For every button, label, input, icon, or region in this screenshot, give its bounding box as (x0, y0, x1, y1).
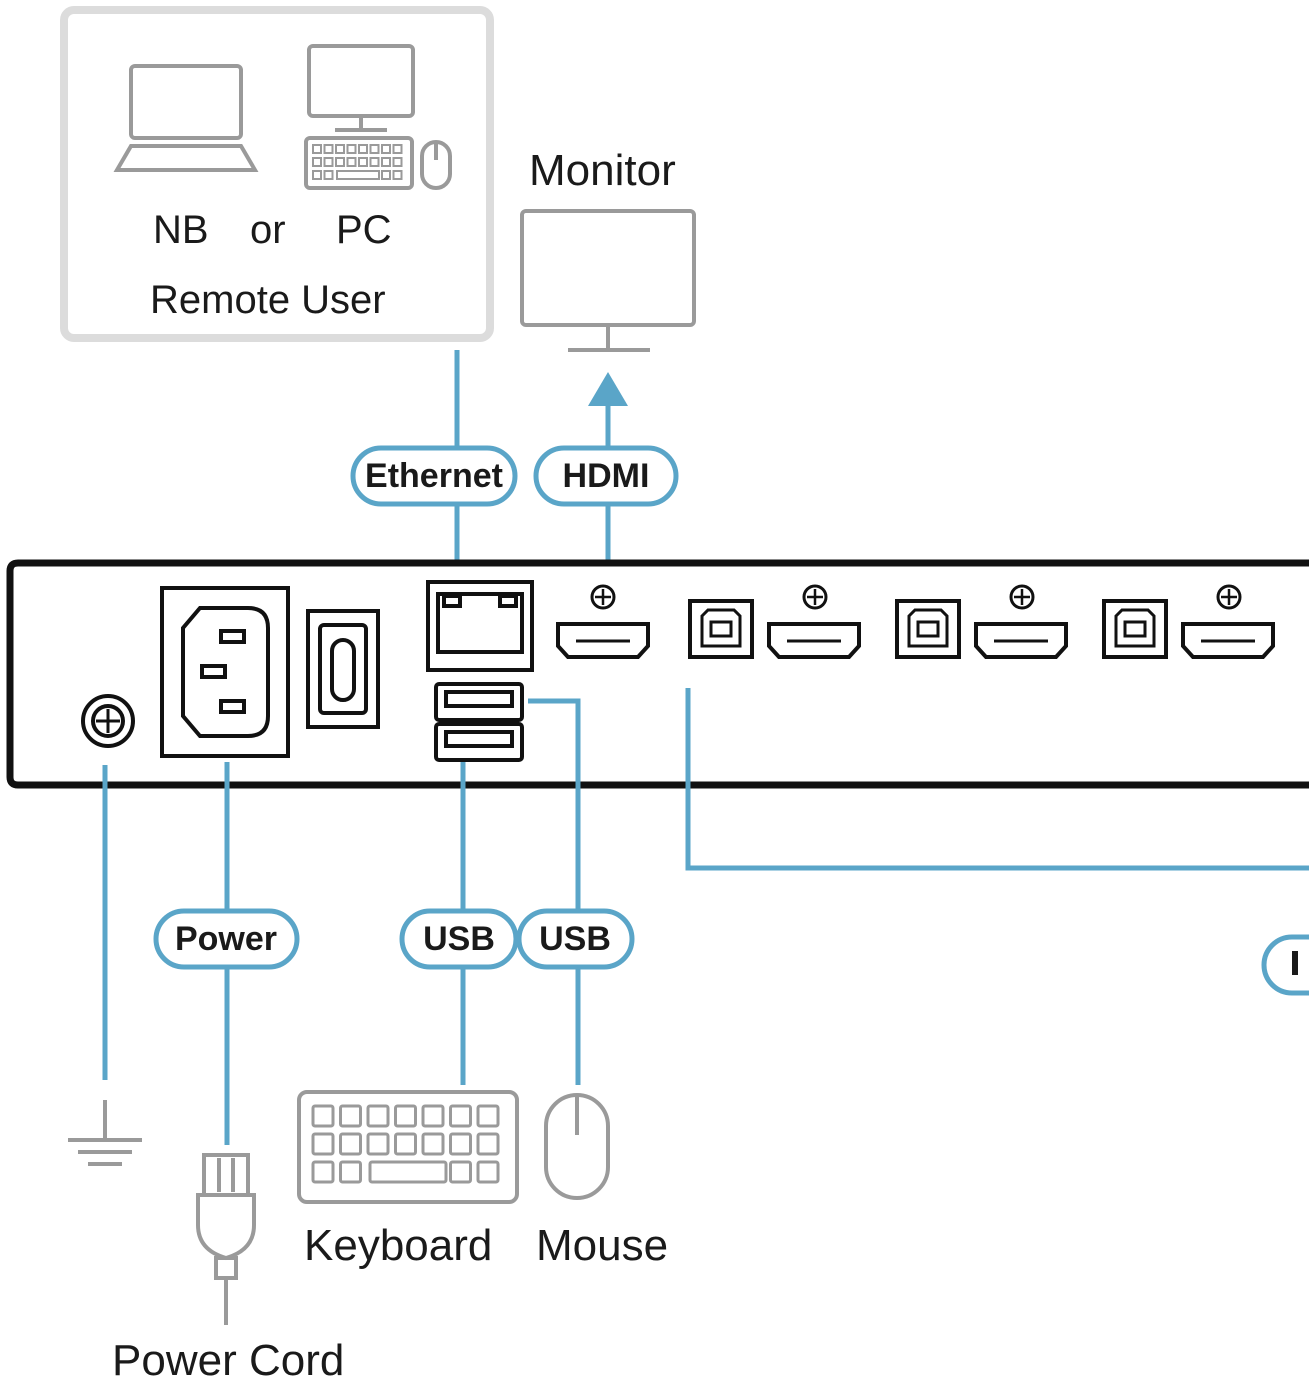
keyboard-key (339, 1104, 362, 1128)
pc-key (323, 144, 334, 154)
pc-key (312, 144, 322, 154)
pc-key (335, 157, 345, 167)
keyboard-key (449, 1132, 472, 1156)
pc-key (312, 157, 322, 167)
pc-label: PC (336, 208, 392, 252)
hdmi-screw-icon (1009, 584, 1035, 610)
hdmi-pill: HDMI (533, 445, 679, 507)
pc-key (346, 144, 357, 154)
mouse-icon (544, 1093, 610, 1200)
pc-key (323, 170, 334, 180)
usb-b-port (1102, 599, 1168, 659)
keyboard-key (449, 1160, 472, 1184)
pc-key (392, 170, 403, 180)
pc-key (381, 157, 391, 167)
keyboard-key (421, 1132, 445, 1156)
pc-key (312, 170, 322, 180)
cpu-cable (685, 688, 1309, 871)
pc-key (381, 170, 391, 180)
power-cord-label: Power Cord (112, 1336, 344, 1382)
pc-key (335, 144, 345, 154)
keyboard-key (476, 1104, 500, 1128)
keyboard-spacebar (368, 1160, 448, 1184)
keyboard-key (394, 1132, 417, 1156)
monitor-group: Monitor (520, 146, 696, 352)
hdmi-in-port (974, 622, 1068, 659)
rj45-port (426, 580, 534, 672)
keyboard-key (476, 1132, 500, 1156)
svg-text:HDMI: HDMI (563, 457, 650, 495)
hdmi-screw-icon (802, 584, 828, 610)
pc-keyboard-icon (304, 136, 414, 190)
power-plug-icon (196, 1153, 256, 1325)
pc-key (369, 144, 380, 154)
usb-mouse-pill: USB (516, 908, 635, 970)
keyboard-key (339, 1132, 362, 1156)
usb-b-port (688, 599, 754, 659)
svg-text:USB: USB (423, 920, 495, 958)
keyboard-key (311, 1160, 335, 1184)
keyboard-key (311, 1132, 335, 1156)
ground-icon (68, 1100, 142, 1166)
hdmi-arrow-icon (588, 372, 628, 406)
usb-keyboard-pill: USB (399, 908, 519, 970)
keyboard-key (366, 1132, 390, 1156)
pc-key (323, 157, 334, 167)
cpu-pill-partial (1261, 934, 1309, 996)
hdmi-in-port (1181, 622, 1275, 659)
pc-key (392, 144, 403, 154)
power-pill: Power (153, 908, 300, 970)
nb-label: NB (153, 208, 209, 252)
keyboard-key (421, 1104, 445, 1128)
pc-spacebar (336, 170, 380, 180)
pc-key (358, 144, 368, 154)
keyboard-key (476, 1160, 500, 1184)
pc-key (358, 157, 368, 167)
keyboard-key (339, 1160, 362, 1184)
monitor-icon (520, 209, 696, 352)
rear-panel (6, 559, 1309, 789)
pc-key (392, 157, 403, 167)
pc-key (346, 157, 357, 167)
remote-user-title: Remote User (150, 278, 386, 322)
hdmi-screw-icon (1216, 584, 1242, 610)
ethernet-pill: Ethernet (350, 445, 518, 507)
hdmi-screw-icon (590, 584, 616, 610)
keyboard-key (311, 1104, 335, 1128)
keyboard-key (366, 1104, 390, 1128)
or-label: or (250, 208, 286, 252)
usb-b-port (895, 599, 961, 659)
pc-mouse-icon (420, 140, 452, 190)
hdmi-in-port (767, 622, 861, 659)
mouse-label: Mouse (536, 1221, 668, 1270)
usb-a-ports (434, 682, 524, 762)
ground-screw (81, 694, 135, 748)
pc-key (369, 157, 380, 167)
monitor-label: Monitor (529, 146, 676, 195)
remote-user-box: NB or PC Remote User (60, 6, 494, 342)
laptop-icon (113, 64, 259, 172)
svg-text:USB: USB (539, 920, 611, 958)
keyboard-key (394, 1104, 417, 1128)
keyboard-label: Keyboard (304, 1221, 492, 1270)
power-switch (306, 609, 380, 729)
svg-text:Ethernet: Ethernet (365, 457, 503, 495)
keyboard-icon (297, 1090, 519, 1204)
desktop-pc-icon (307, 44, 415, 132)
power-socket (160, 586, 290, 758)
pc-key (381, 144, 391, 154)
hdmi-out-port (556, 622, 650, 659)
keyboard-key (449, 1104, 472, 1128)
svg-text:Power: Power (175, 920, 277, 958)
